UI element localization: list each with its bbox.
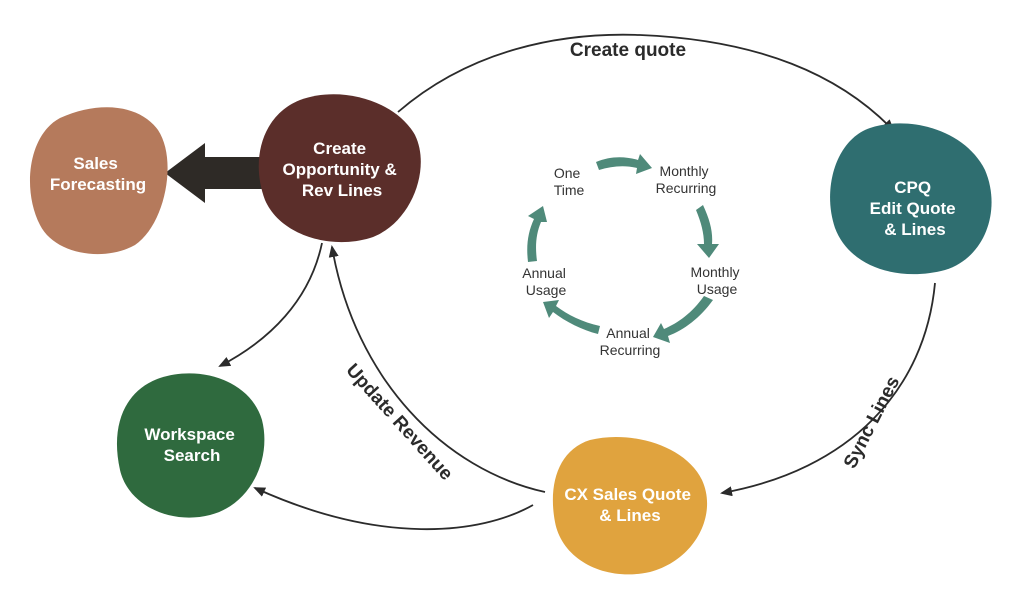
monthly-usage-label: Monthly Usage bbox=[691, 264, 744, 297]
update-revenue-edge bbox=[328, 245, 546, 493]
svg-text:Workspace Search: Workspace Search bbox=[144, 425, 239, 465]
pricing-cycle: One Time Monthly Recurring Monthly Usage… bbox=[522, 154, 744, 358]
cycle-arrow-one-time-to-monthly bbox=[596, 154, 652, 174]
cycle-arrow-monthly-to-usage bbox=[696, 205, 719, 258]
quote-to-workspace-edge bbox=[253, 487, 534, 531]
svg-text:Create Opportunity &: Create Opportunity & Rev Lines bbox=[283, 139, 402, 200]
cycle-arrow-annual-recurring-to-annual-usage bbox=[543, 300, 600, 334]
svg-text:CX Sales Quote & Lines: CX Sales Quote & Lines bbox=[564, 485, 695, 525]
svg-text:CPQ Edit Quote & L: CPQ Edit Quote & Lines bbox=[870, 178, 961, 239]
update-revenue-label: Update Revenue bbox=[341, 360, 456, 485]
sync-lines-label: Sync Lines bbox=[840, 373, 904, 472]
create-opportunity-node: Create Opportunity & Rev Lines bbox=[258, 94, 421, 243]
monthly-recurring-label: Monthly Recurring bbox=[656, 163, 717, 196]
cx-sales-quote-node: CX Sales Quote & Lines bbox=[552, 436, 708, 575]
sync-lines-edge bbox=[720, 282, 936, 497]
create-quote-edge bbox=[397, 33, 895, 132]
sales-forecasting-node: Sales Forecasting bbox=[29, 107, 168, 255]
create-quote-label: Create quote bbox=[570, 40, 686, 61]
svg-text:Sales Forecasting: Sales Forecasting bbox=[50, 154, 146, 194]
cpq-node: CPQ Edit Quote & Lines bbox=[830, 123, 992, 275]
cycle-arrow-annual-usage-to-one-time bbox=[527, 206, 547, 262]
one-time-label: One Time bbox=[554, 165, 585, 198]
workspace-search-edge bbox=[218, 242, 323, 367]
annual-recurring-label: Annual Recurring bbox=[600, 325, 661, 358]
annual-usage-label: Annual Usage bbox=[522, 265, 569, 298]
workspace-search-node: Workspace Search bbox=[116, 373, 265, 518]
cycle-arrow-usage-to-annual-recurring bbox=[653, 296, 713, 343]
forecast-arrow bbox=[165, 143, 266, 203]
